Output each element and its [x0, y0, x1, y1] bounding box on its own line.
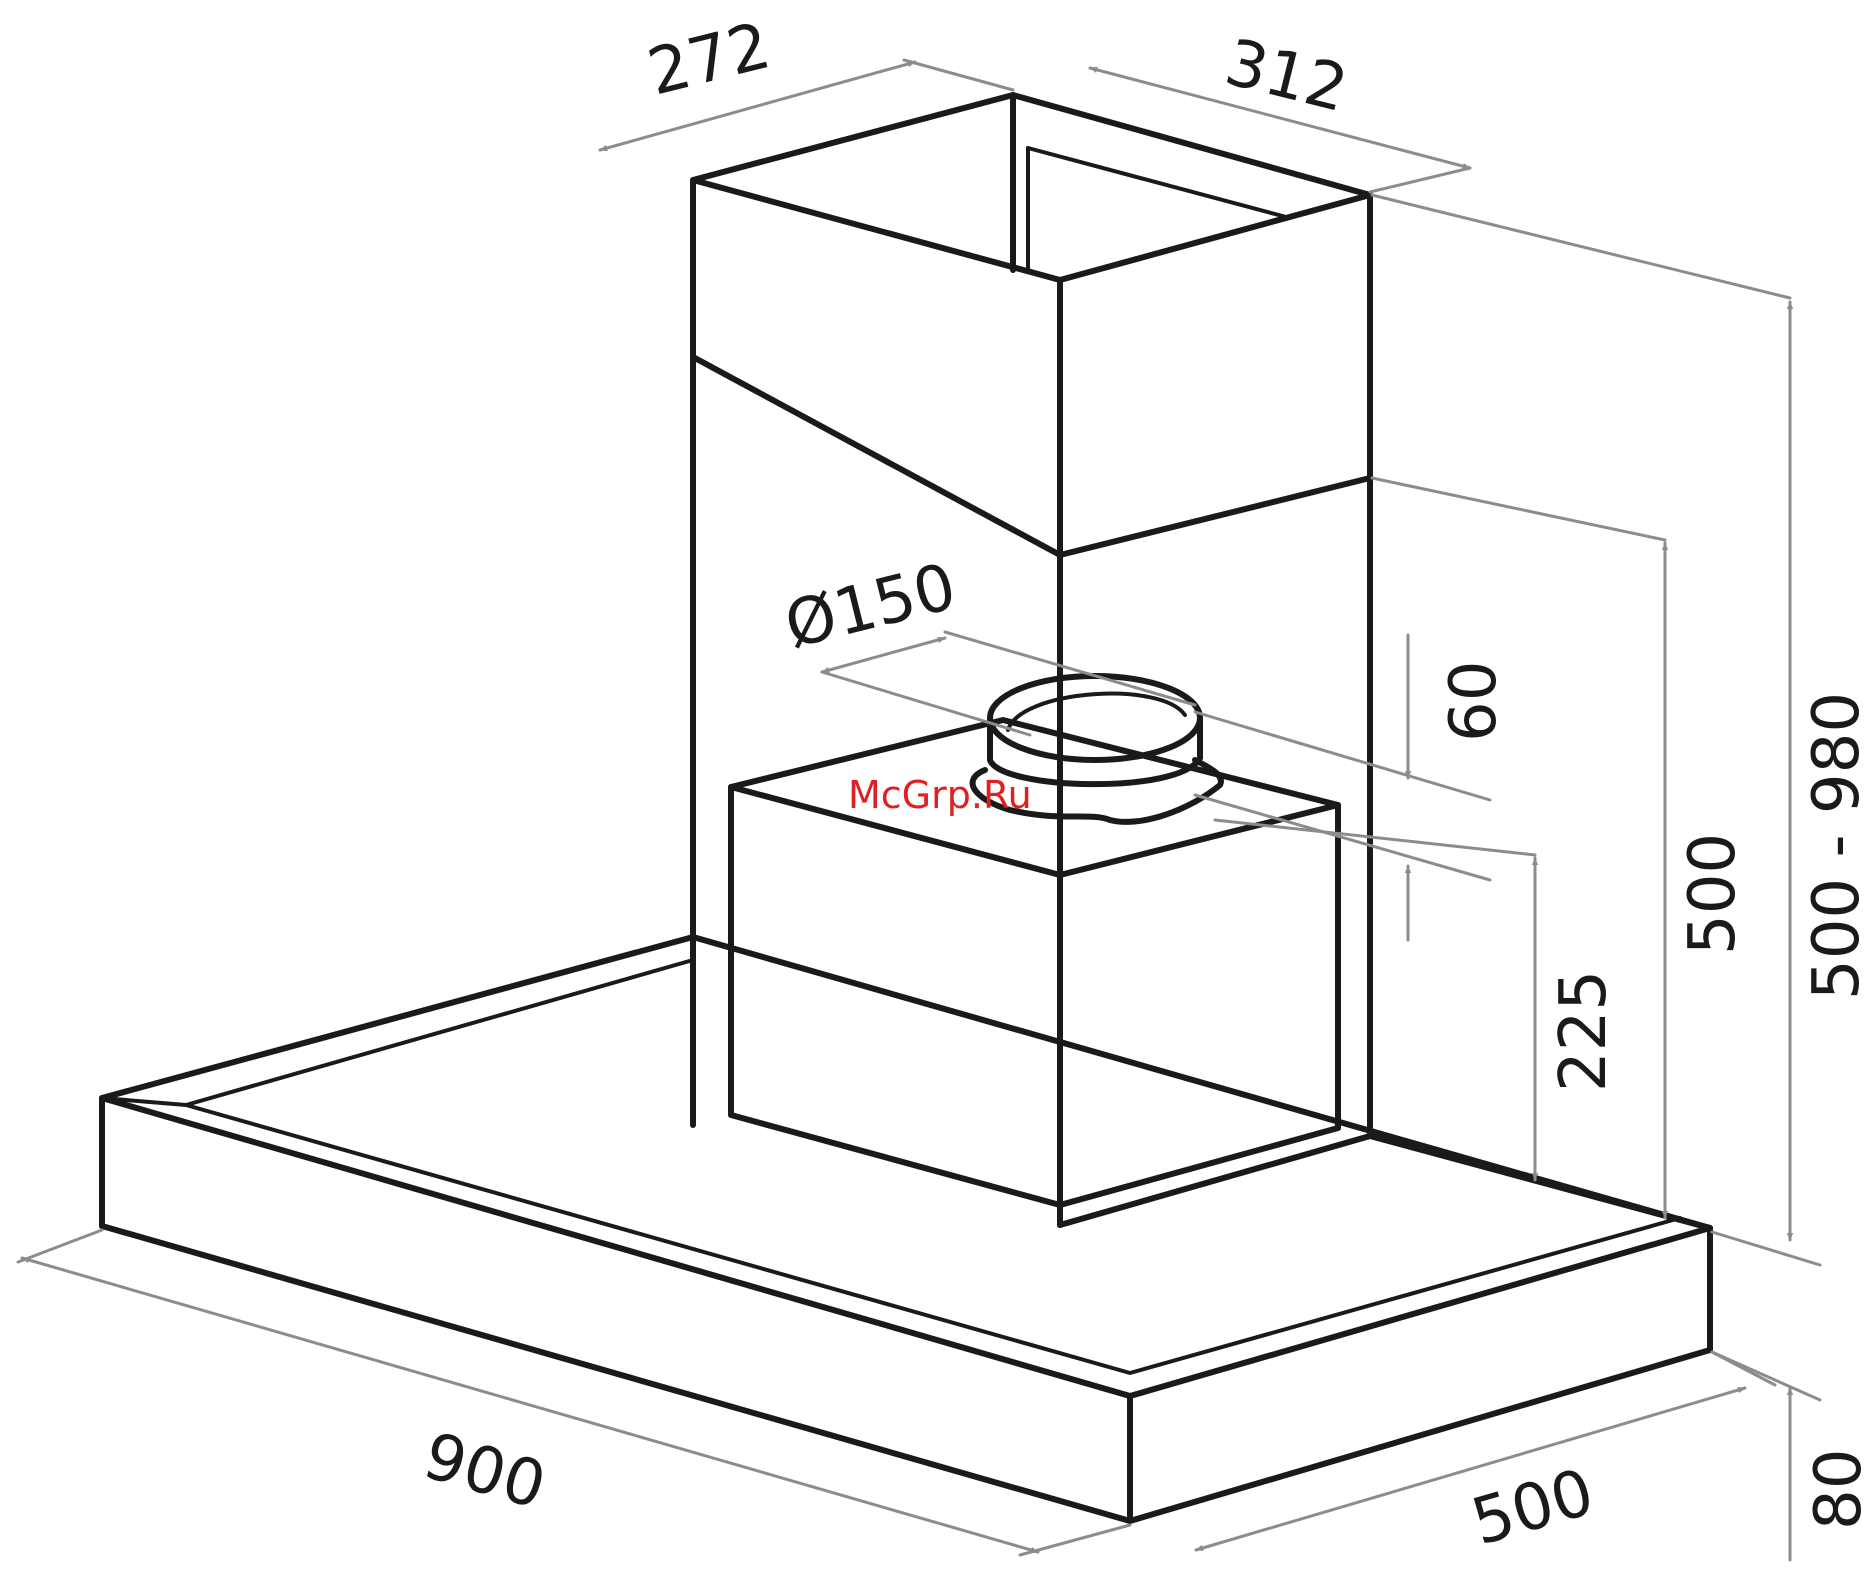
- canopy-rim-back: [186, 960, 693, 1105]
- hood-canopy: [102, 937, 1710, 1521]
- label-outlet-diameter: Ø150: [778, 550, 963, 664]
- label-hood-thickness: 80: [1802, 1449, 1872, 1530]
- label-motor-height: 225: [1547, 970, 1621, 1092]
- dim-60-ext-bottom: [1195, 795, 1490, 880]
- canopy-top-face: [102, 937, 1710, 1396]
- dim-150-ext-right: [945, 632, 1195, 705]
- watermark-text: McGrp.Ru: [848, 773, 1032, 817]
- label-hood-depth: 500: [1464, 1456, 1602, 1561]
- canopy-inner-rim: [186, 1105, 1680, 1373]
- dim-272-ext: [904, 60, 1013, 90]
- chimney-top-opening: [693, 95, 1370, 280]
- dim-500-bottom-line: [1196, 1388, 1745, 1550]
- dim-500-ext: [1372, 478, 1665, 540]
- label-hood-width: 900: [416, 1419, 554, 1524]
- canopy-front-face: [102, 1098, 1130, 1521]
- dim-500-bottom-ext-left: [1020, 1525, 1130, 1555]
- label-chimney-adjustable-height: 500 - 980: [1800, 692, 1872, 1000]
- label-chimney-width: 312: [1218, 26, 1354, 127]
- outlet-inner-ring: [1008, 694, 1185, 730]
- motor-box-top: [731, 720, 1338, 875]
- canopy-side-face: [1130, 1228, 1710, 1521]
- dim-900-ext-left: [18, 1230, 102, 1262]
- label-chimney-depth: 272: [641, 9, 777, 110]
- outlet-top-ring: [990, 676, 1200, 760]
- dim-base-ext-top: [1712, 1232, 1820, 1265]
- dim-225-ext: [1215, 820, 1535, 855]
- chimney-section-joint: [693, 357, 1370, 555]
- chimney-base-joint: [1060, 1136, 1710, 1228]
- dim-500-bottom-ext-right: [1712, 1352, 1775, 1385]
- label-chimney-lower-height: 500: [1676, 833, 1750, 955]
- dim-500-980-ext-top: [1372, 195, 1790, 298]
- dimension-labels: 272 312 Ø150 60 225 500 500 - 980 900 50…: [416, 9, 1872, 1560]
- motor-box: [731, 720, 1338, 1205]
- dim-312-ext: [1370, 168, 1470, 192]
- label-outlet-height: 60: [1437, 661, 1511, 742]
